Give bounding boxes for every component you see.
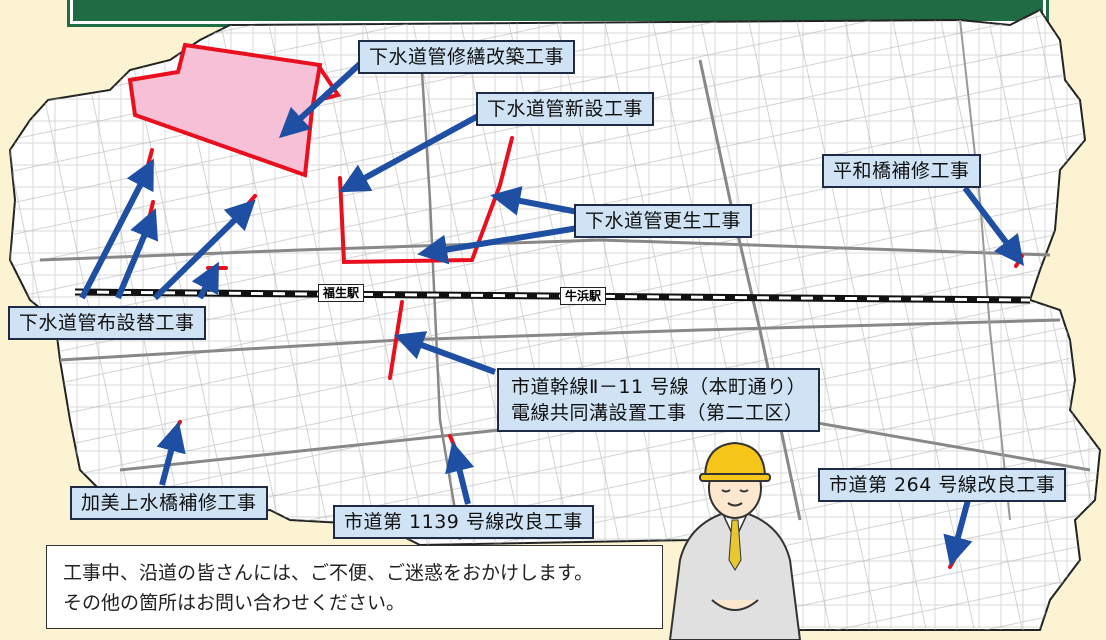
label-sewer-new: 下水道管新設工事: [476, 92, 655, 126]
label-road-264: 市道第 264 号線改良工事: [818, 468, 1067, 502]
label-sewer-rehab: 下水道管更生工事: [574, 204, 753, 238]
pointer-arrows: [79, 59, 1025, 567]
notice-line-1: 工事中、沿道の皆さんには、ご不便、ご迷惑をおかけします。: [63, 562, 594, 584]
label-road-1139: 市道第 1139 号線改良工事: [333, 505, 594, 539]
station-ushihama: 牛浜駅: [560, 287, 607, 305]
label-sewer-replacement: 下水道管布設替工事: [8, 306, 206, 340]
worker-illustration: [668, 441, 802, 640]
label-heiwa-bridge: 平和橋補修工事: [822, 154, 981, 188]
railway-line: [74, 288, 1031, 304]
notice-box: 工事中、沿道の皆さんには、ご不便、ご迷惑をおかけします。 その他の箇所はお問い合…: [46, 545, 663, 629]
label-kami-bridge: 加美上水橋補修工事: [70, 486, 268, 520]
label-sewer-renovation: 下水道管修繕改築工事: [358, 40, 576, 74]
label-trunk-road-line1: 市道幹線Ⅱ－11 号線（本町通り）: [511, 376, 807, 398]
label-trunk-road-line2: 電線共同溝設置工事（第二工区）: [511, 402, 804, 424]
station-fussa: 福生駅: [318, 284, 365, 302]
notice-line-2: その他の箇所はお問い合わせください。: [63, 592, 406, 614]
renovation-area: [127, 42, 323, 178]
label-trunk-road: 市道幹線Ⅱ－11 号線（本町通り） 電線共同溝設置工事（第二工区）: [497, 368, 821, 432]
